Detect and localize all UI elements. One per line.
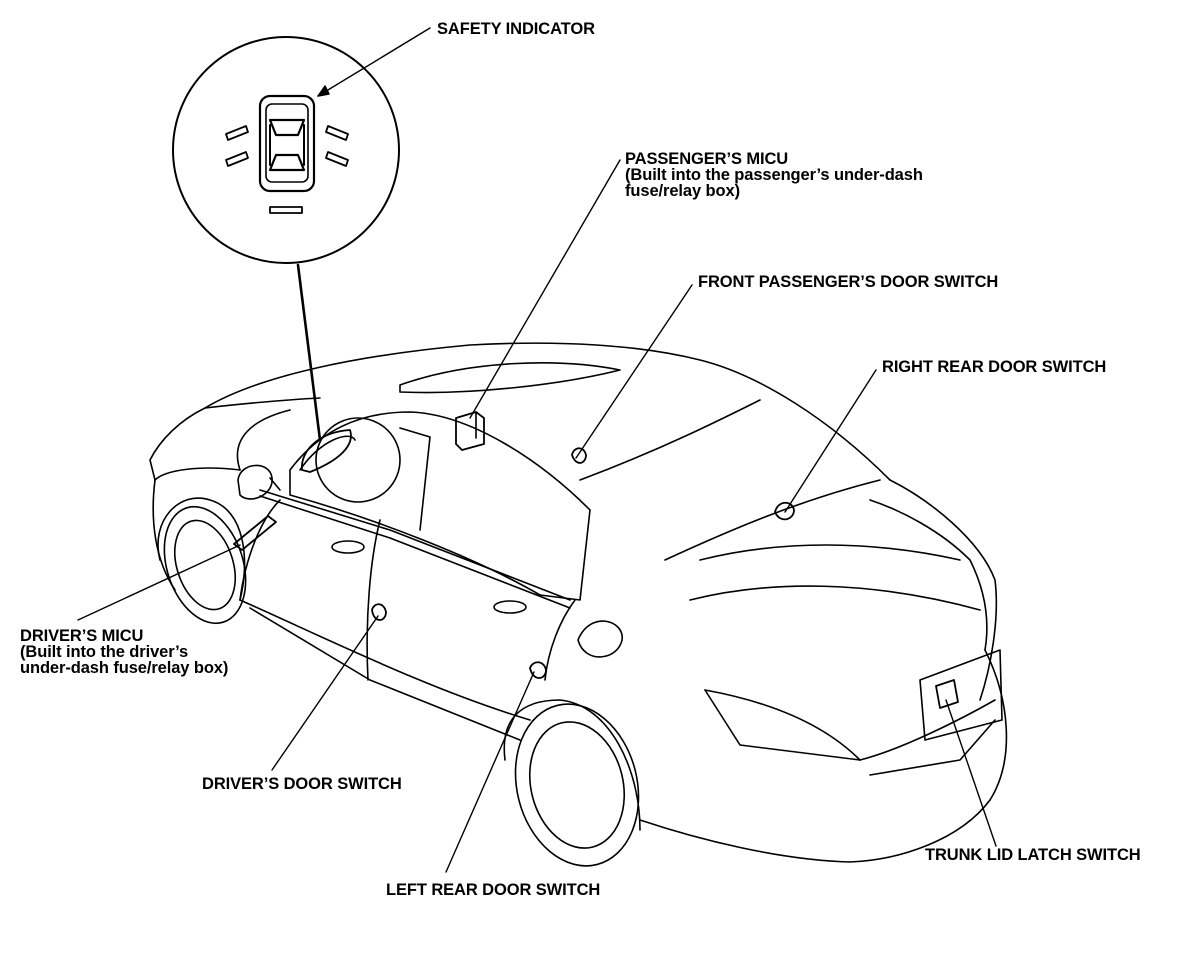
sunroof xyxy=(399,362,881,561)
driver-micu-label: DRIVER’S MICU (Built into the driver’s u… xyxy=(20,627,229,677)
driver-door-switch-label: DRIVER’S DOOR SWITCH xyxy=(202,775,402,793)
driver-micu-note-line2: under-dash fuse/relay box) xyxy=(20,659,229,677)
passenger-micu-note-line2: fuse/relay box) xyxy=(625,182,740,200)
front-passenger-door-switch-label: FRONT PASSENGER’S DOOR SWITCH xyxy=(698,273,999,291)
interior xyxy=(299,417,401,503)
component-parts xyxy=(233,411,959,709)
driver-micu-title: DRIVER’S MICU xyxy=(20,627,144,645)
right-rear-door-switch-label: RIGHT REAR DOOR SWITCH xyxy=(882,358,1107,376)
left-rear-door-switch-label: LEFT REAR DOOR SWITCH xyxy=(386,881,601,899)
passenger-micu-label: PASSENGER’S MICU (Built into the passeng… xyxy=(625,150,923,200)
front-wheel xyxy=(157,497,247,625)
leader-lines xyxy=(77,27,997,873)
car-doors xyxy=(237,464,623,741)
car-windows xyxy=(259,411,591,609)
car-body xyxy=(149,342,1008,863)
driver-micu-note-line1: (Built into the driver’s xyxy=(20,643,189,661)
passenger-micu-title: PASSENGER’S MICU xyxy=(625,150,789,168)
trunk-lid-latch-switch-label: TRUNK LID LATCH SWITCH xyxy=(925,846,1141,864)
safety-indicator-inset xyxy=(172,36,400,264)
safety-indicator-label: SAFETY INDICATOR xyxy=(437,20,595,38)
passenger-micu-note-line1: (Built into the passenger’s under-dash xyxy=(625,166,923,184)
rear-wheel xyxy=(503,699,641,867)
